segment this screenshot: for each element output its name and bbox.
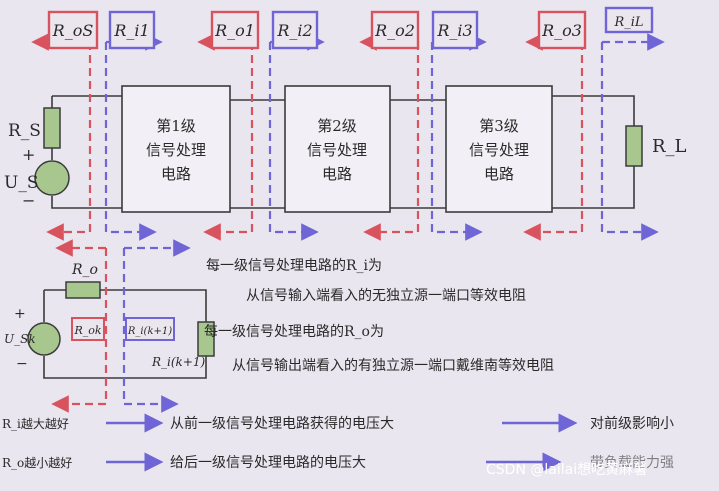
load-resistor bbox=[625, 125, 643, 167]
stage-2-line2: 信号处理 bbox=[307, 141, 367, 159]
sub-ri-box bbox=[125, 317, 175, 341]
ril-label: R_iL bbox=[613, 15, 643, 30]
ri1-box bbox=[108, 10, 156, 50]
us-label: U_S bbox=[4, 173, 38, 193]
ri-big-left: R_i越大越好 bbox=[2, 417, 69, 431]
note-ro-line1: 每一级信号处理电路的R_o为 bbox=[204, 324, 384, 340]
ri2-box bbox=[271, 10, 319, 50]
ro3-box bbox=[537, 10, 587, 50]
ri3-label: R_i3 bbox=[436, 21, 472, 40]
stage-2-line1: 第2级 bbox=[317, 117, 357, 135]
ro-s-label: R_oS bbox=[52, 21, 94, 40]
ro-small-mid: 给后一级信号处理电路的电压大 bbox=[170, 455, 366, 471]
rl-label: R_L bbox=[652, 136, 687, 157]
sub-ri-res-label: R_i(k+1) bbox=[151, 355, 206, 369]
stage-1-line2: 信号处理 bbox=[146, 141, 206, 159]
note-ri-line2: 从信号输入端看入的无独立源一端口等效电阻 bbox=[246, 287, 526, 304]
sub-ro-box bbox=[71, 317, 105, 341]
csdn-watermark: CSDN @lailai想吃黄麻薯 bbox=[486, 461, 647, 478]
ro2-label: R_o2 bbox=[374, 21, 415, 40]
stage-1-line1: 第1级 bbox=[156, 117, 196, 135]
stage-3-line1: 第3级 bbox=[479, 117, 519, 135]
ro-s-box bbox=[47, 10, 99, 50]
stage-1-line3: 电路 bbox=[161, 165, 191, 183]
stage-2-box bbox=[284, 85, 391, 213]
ro1-label: R_o1 bbox=[214, 21, 255, 40]
ro-small-left: R_o越小越好 bbox=[2, 456, 72, 470]
ri-big-right: 对前级影响小 bbox=[590, 415, 674, 432]
source-plus: + bbox=[22, 145, 35, 164]
sub-plus: + bbox=[14, 306, 26, 322]
ril-box bbox=[604, 6, 654, 34]
sub-us-label: U_Sk bbox=[4, 332, 36, 346]
ro2-box bbox=[370, 10, 420, 50]
ro-small-right: 带负载能力强 bbox=[590, 455, 674, 471]
stage-2-line3: 电路 bbox=[322, 165, 352, 183]
sub-dashed-brackets bbox=[51, 239, 191, 413]
stage-3-line2: 信号处理 bbox=[469, 141, 529, 159]
ri-big-mid: 从前一级信号处理电路获得的电压大 bbox=[170, 415, 394, 432]
sub-voltage-source-icon bbox=[27, 322, 61, 356]
sub-ro-resistor bbox=[65, 281, 101, 299]
sub-ri-resistor bbox=[197, 321, 215, 357]
voltage-source-icon bbox=[34, 160, 70, 196]
note-ri-line1: 每一级信号处理电路的R_i为 bbox=[206, 258, 382, 274]
ro1-box bbox=[210, 10, 260, 50]
ri1-label: R_i1 bbox=[113, 21, 149, 40]
ri3-box bbox=[431, 10, 479, 50]
stage-3-box bbox=[445, 85, 553, 213]
ro3-label: R_o3 bbox=[541, 21, 582, 40]
rs-label: R_S bbox=[8, 121, 41, 141]
source-minus: − bbox=[22, 191, 35, 210]
note-ro-line2: 从信号输出端看入的有独立源一端口戴维南等效电阻 bbox=[232, 357, 554, 374]
main-wires bbox=[51, 95, 635, 209]
stage-3-line3: 电路 bbox=[484, 165, 514, 183]
sub-ri-box-label: R_i(k+1) bbox=[127, 326, 172, 337]
source-resistor bbox=[43, 107, 61, 149]
sub-minus: − bbox=[16, 356, 28, 372]
ri2-label: R_i2 bbox=[276, 21, 312, 40]
stage-1-box bbox=[121, 85, 231, 213]
sub-ro-top-label: R_o bbox=[71, 262, 98, 278]
sub-ro-box-label: R_ok bbox=[73, 324, 101, 337]
